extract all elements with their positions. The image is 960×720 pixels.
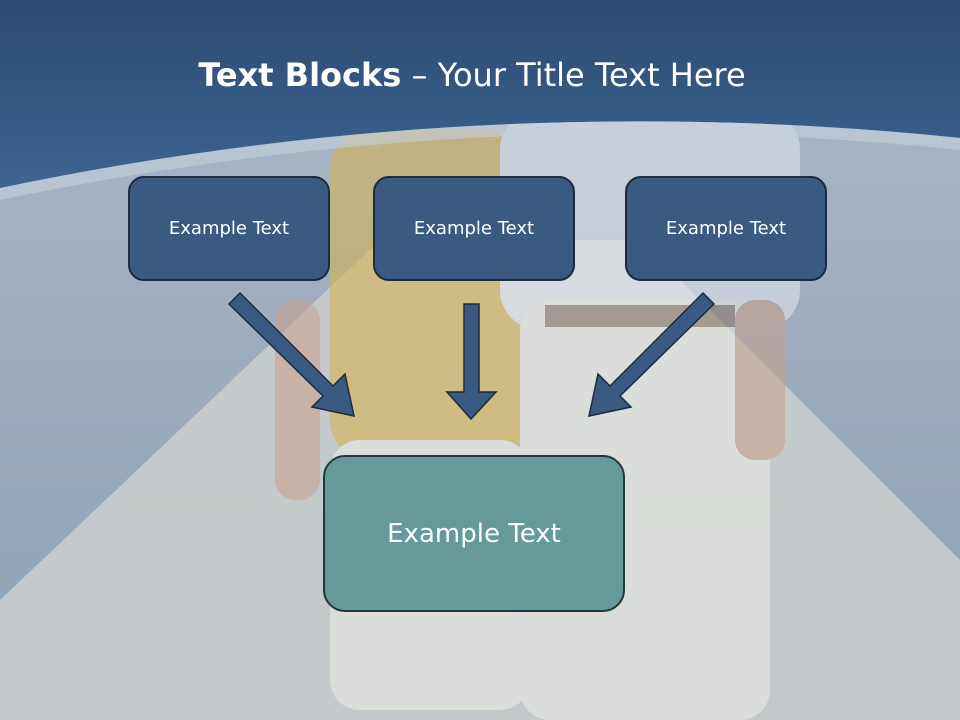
slide-title: Text Blocks – Your Title Text Here xyxy=(0,52,944,98)
text-box-left-label: Example Text xyxy=(168,218,290,239)
text-box-target-label: Example Text xyxy=(387,518,561,549)
text-box-center[interactable]: Example Text xyxy=(373,176,575,281)
title-rest: – Your Title Text Here xyxy=(401,56,746,94)
text-box-left[interactable]: Example Text xyxy=(128,176,330,281)
text-box-center-label: Example Text xyxy=(413,218,535,239)
text-box-right[interactable]: Example Text xyxy=(625,176,827,281)
title-strong: Text Blocks xyxy=(198,56,402,94)
text-box-right-label: Example Text xyxy=(665,218,787,239)
text-box-target[interactable]: Example Text xyxy=(323,455,625,612)
